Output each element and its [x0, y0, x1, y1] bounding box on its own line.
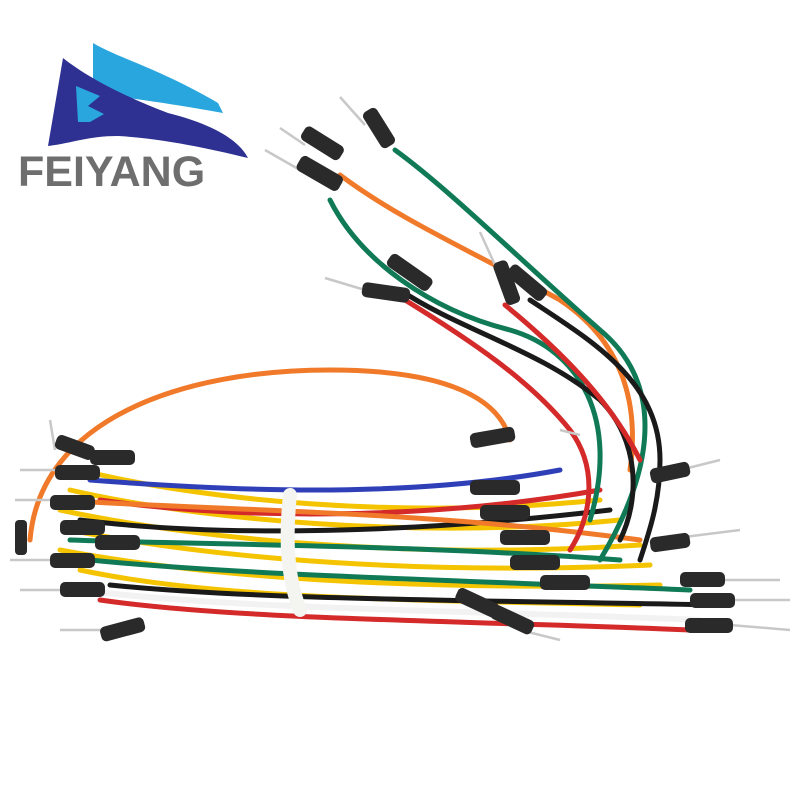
loose-wires: [327, 147, 663, 563]
brand-name: FEIYANG: [18, 148, 206, 196]
feiyang-logo-icon: [48, 43, 248, 158]
cable-tie: [280, 488, 307, 617]
connectors: [10, 96, 791, 642]
wire-bundle: [57, 467, 723, 633]
orange-loop-wire: [27, 367, 513, 543]
